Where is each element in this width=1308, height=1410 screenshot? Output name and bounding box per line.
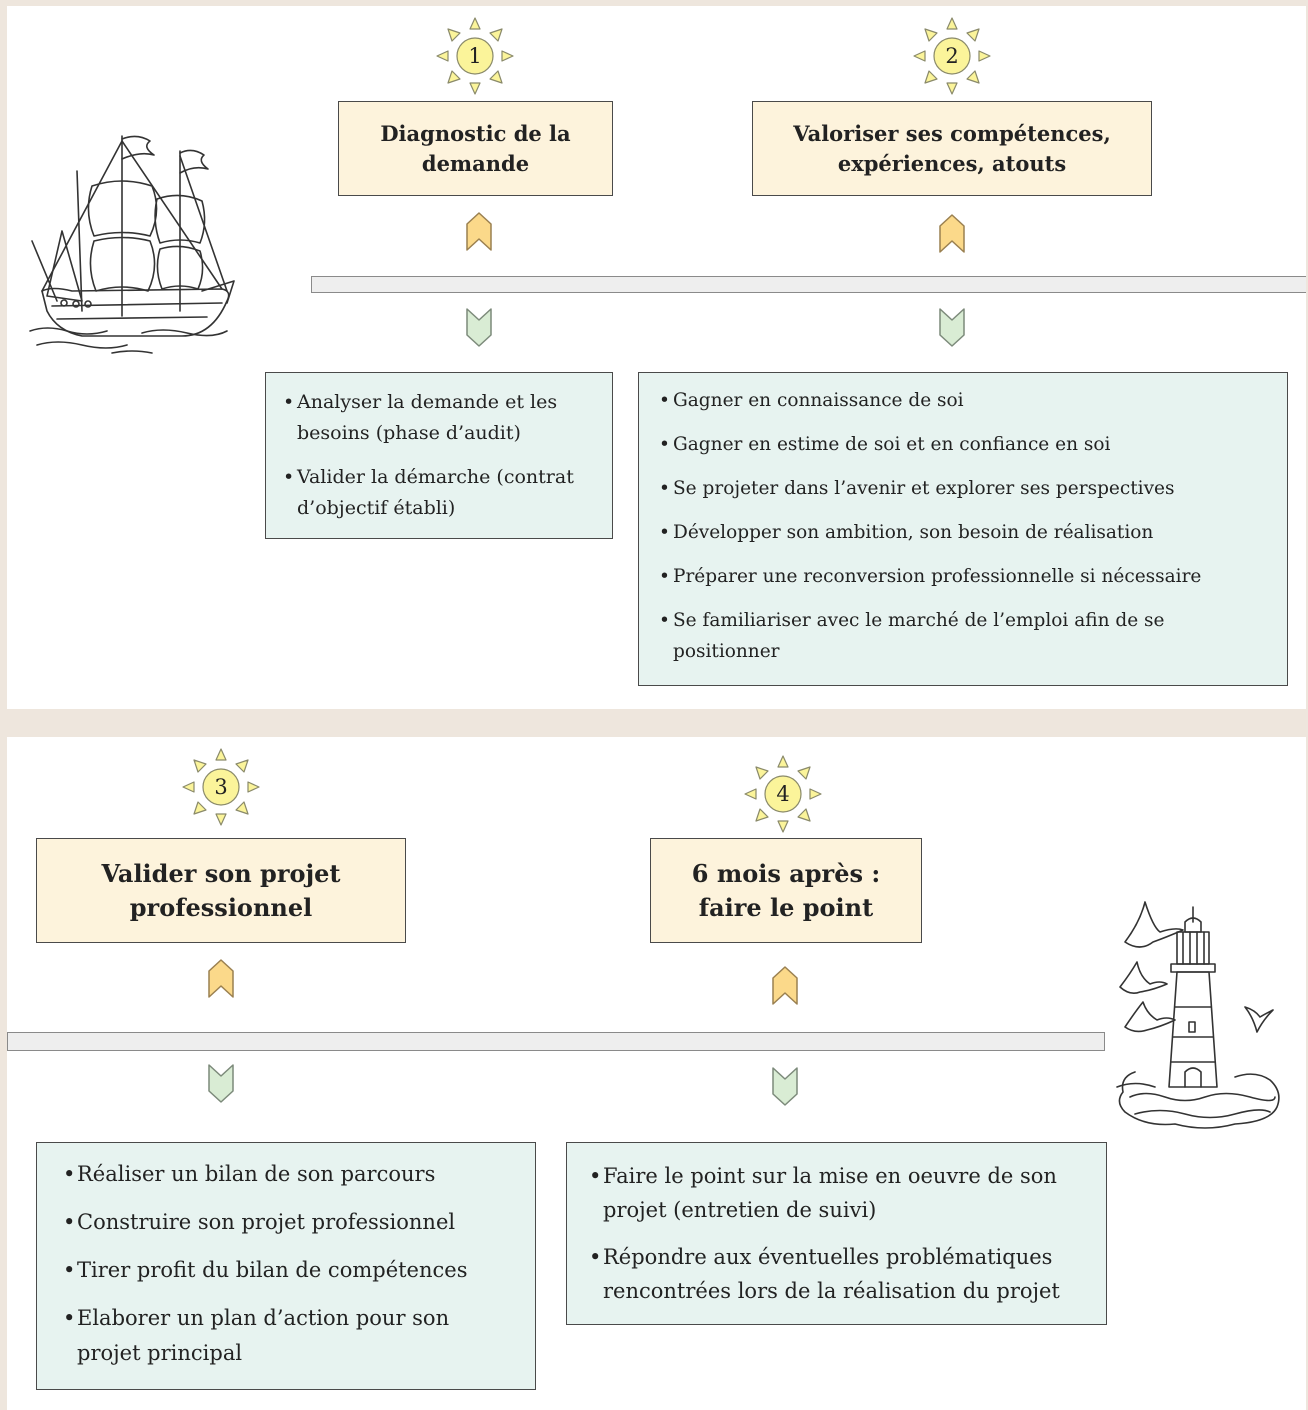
step-1-title-line-1: Diagnostic de la — [380, 121, 571, 147]
down-chevron-icon — [937, 308, 967, 348]
step-1-title-line-2: demande — [421, 150, 530, 176]
lighthouse-illustration — [1116, 901, 1280, 1129]
list-item: Faire le point sur la mise en oeuvre de … — [589, 1159, 1088, 1227]
list-item: Valider la démarche (contrat d’objectif … — [283, 462, 594, 524]
up-chevron-icon — [464, 211, 494, 251]
down-chevron-icon — [770, 1067, 800, 1107]
list-item: Tirer profit du bilan de compétences — [63, 1253, 517, 1288]
list-item: Analyser la demande et les besoins (phas… — [283, 387, 594, 449]
ship-illustration — [29, 135, 235, 354]
list-item: Se familiariser avec le marché de l’empl… — [659, 605, 1269, 667]
timeline-bar-top — [311, 276, 1306, 293]
step-2-title-box: Valoriser ses compétences, expériences, … — [752, 101, 1152, 196]
down-chevron-icon — [206, 1064, 236, 1104]
list-item: Préparer une reconversion professionnell… — [659, 561, 1269, 592]
list-item: Répondre aux éventuelles problématiques … — [589, 1240, 1088, 1308]
step-4-title-line-2: faire le point — [698, 892, 874, 922]
list-item: Gagner en estime de soi et en confiance … — [659, 429, 1269, 460]
step-2-list-box: Gagner en connaissance de soi Gagner en … — [638, 372, 1288, 686]
step-1-title-box: Diagnostic de la demande — [338, 101, 613, 196]
step-2-title-line-1: Valoriser ses compétences, — [793, 121, 1111, 147]
bottom-panel: 3 Valider son projet professionnel Réali… — [7, 737, 1306, 1410]
step-4-list-box: Faire le point sur la mise en oeuvre de … — [566, 1142, 1107, 1325]
list-item: Développer son ambition, son besoin de r… — [659, 517, 1269, 548]
up-chevron-icon — [206, 958, 236, 998]
step-number-2: 2 — [945, 44, 959, 68]
down-chevron-icon — [464, 308, 494, 348]
step-4-title-line-1: 6 mois après : — [691, 858, 881, 888]
list-item: Elaborer un plan d’action pour son proje… — [63, 1301, 517, 1371]
list-item: Gagner en connaissance de soi — [659, 385, 1269, 416]
step-4-title-box: 6 mois après : faire le point — [650, 838, 922, 943]
timeline-bar-bottom — [7, 1032, 1105, 1051]
list-item: Réaliser un bilan de son parcours — [63, 1157, 517, 1192]
step-3-title-box: Valider son projet professionnel — [36, 838, 406, 943]
list-item: Se projeter dans l’avenir et explorer se… — [659, 473, 1269, 504]
step-number-1: 1 — [468, 44, 482, 68]
step-3-title-line-2: professionnel — [129, 892, 313, 922]
step-number-4: 4 — [776, 782, 790, 806]
step-number-3: 3 — [214, 775, 228, 799]
list-item: Construire son projet professionnel — [63, 1205, 517, 1240]
up-chevron-icon — [937, 213, 967, 253]
step-3-list-box: Réaliser un bilan de son parcours Constr… — [36, 1142, 536, 1390]
step-2-title-line-2: expériences, atouts — [837, 150, 1067, 176]
up-chevron-icon — [770, 965, 800, 1005]
top-panel: 1 Diagnostic de la demande Analyser la d… — [7, 6, 1306, 709]
step-3-title-line-1: Valider son projet — [101, 858, 341, 888]
step-1-list-box: Analyser la demande et les besoins (phas… — [265, 372, 613, 539]
